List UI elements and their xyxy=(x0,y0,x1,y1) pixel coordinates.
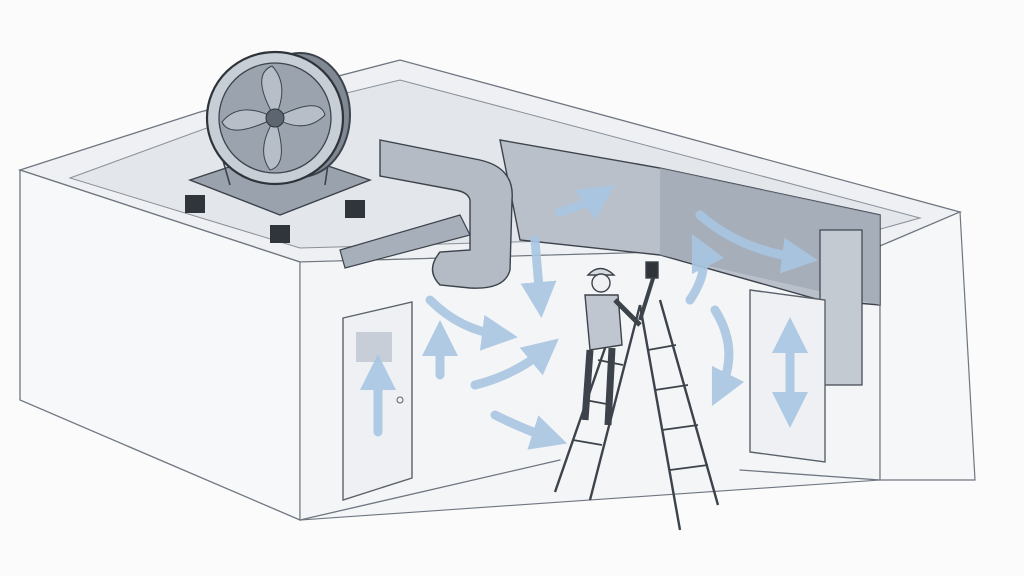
airflow-arrow-icon xyxy=(360,185,818,450)
worker-icon xyxy=(581,261,659,426)
fan-icon xyxy=(185,50,373,243)
lower-duct xyxy=(339,214,471,269)
duct-drop xyxy=(819,229,863,386)
right-wall xyxy=(879,211,976,481)
fan-duct xyxy=(379,139,513,289)
